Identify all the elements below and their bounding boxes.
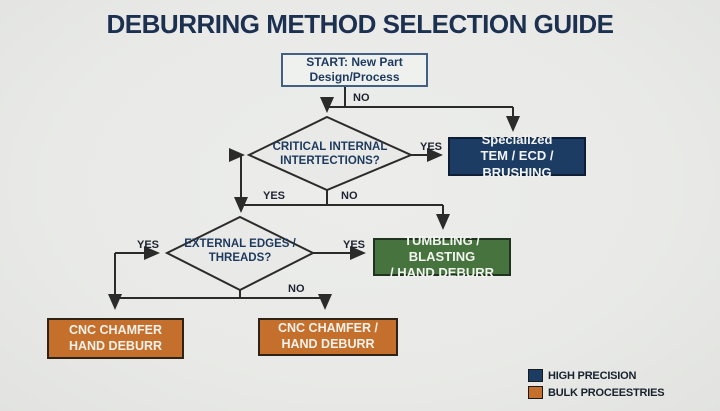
decision2-line1: EXTERNAL EDGES /	[184, 238, 296, 251]
legend-item-bulk-process: BULK PROCEESTRIES	[528, 385, 665, 400]
legend-label-high-precision: HIGH PRECISION	[548, 369, 637, 382]
node-tumbling: TUMBLING / BLASTING / HAND DEBURR	[373, 233, 511, 280]
decision1-line2: INTERTECTIONS?	[280, 155, 380, 167]
legend-label-bulk-process: BULK PROCEESTRIES	[548, 386, 665, 399]
node-cnc-center-line1: CNC CHAMFER /	[278, 321, 378, 336]
decision2-label: EXTERNAL EDGES / THREADS?	[160, 238, 320, 266]
decision2-line2: THREADS?	[208, 252, 272, 264]
node-cnc-chamfer-center: CNC CHAMFER / HAND DEBURR	[258, 318, 398, 356]
node-start-line1: START: New Part	[306, 55, 403, 69]
edge-label-d2-yes-left: YES	[137, 239, 160, 251]
node-start-line2: Design/Process	[309, 70, 400, 84]
decision1-diamond	[246, 115, 414, 192]
node-cnc-left-line2: HAND DEBURR	[68, 338, 163, 353]
legend: HIGH PRECISION BULK PROCEESTRIES	[528, 368, 665, 400]
edge-label-start-no: NO	[353, 92, 370, 104]
page-title: DEBURRING METHOD SELECTION GUIDE	[106, 9, 614, 39]
legend-item-high-precision: HIGH PRECISION	[528, 368, 664, 383]
node-cnc-left-line1: CNC CHAMFER	[68, 322, 163, 337]
node-cnc-chamfer-left: CNC CHAMFER HAND DEBURR	[47, 318, 184, 359]
bulk-process-swatch	[528, 386, 543, 399]
node-specialized-line1: Specialized	[481, 132, 553, 148]
decision1-line1: CRITICAL INTERNAL	[272, 141, 388, 154]
edge-label-d2-no-down: NO	[288, 283, 305, 295]
node-specialized-line2: TEM / ECD / BRUSHING	[480, 148, 554, 180]
edge-label-d1-no-down: NO	[341, 190, 358, 202]
high-precision-swatch	[528, 369, 543, 382]
edge-label-d2-yes-right: YES	[343, 239, 366, 251]
decision1-label: CRITICAL INTERNAL INTERTECTIONS?	[250, 141, 410, 169]
node-tumbling-line2: / HAND DEBURR	[390, 265, 494, 281]
node-tumbling-line1: TUMBLING / BLASTING	[404, 232, 480, 264]
node-cnc-center-line2: HAND DEBURR	[281, 337, 375, 351]
edge-label-d1-yes-down: YES	[263, 190, 286, 202]
node-specialized: Specialized TEM / ECD / BRUSHING	[448, 132, 586, 180]
edge-label-d1-yes-right: YES	[420, 141, 443, 153]
edge-into-decision1-left	[229, 148, 245, 205]
node-start: START: New Part Design/Process	[281, 53, 428, 87]
decision2-diamond	[164, 215, 316, 292]
